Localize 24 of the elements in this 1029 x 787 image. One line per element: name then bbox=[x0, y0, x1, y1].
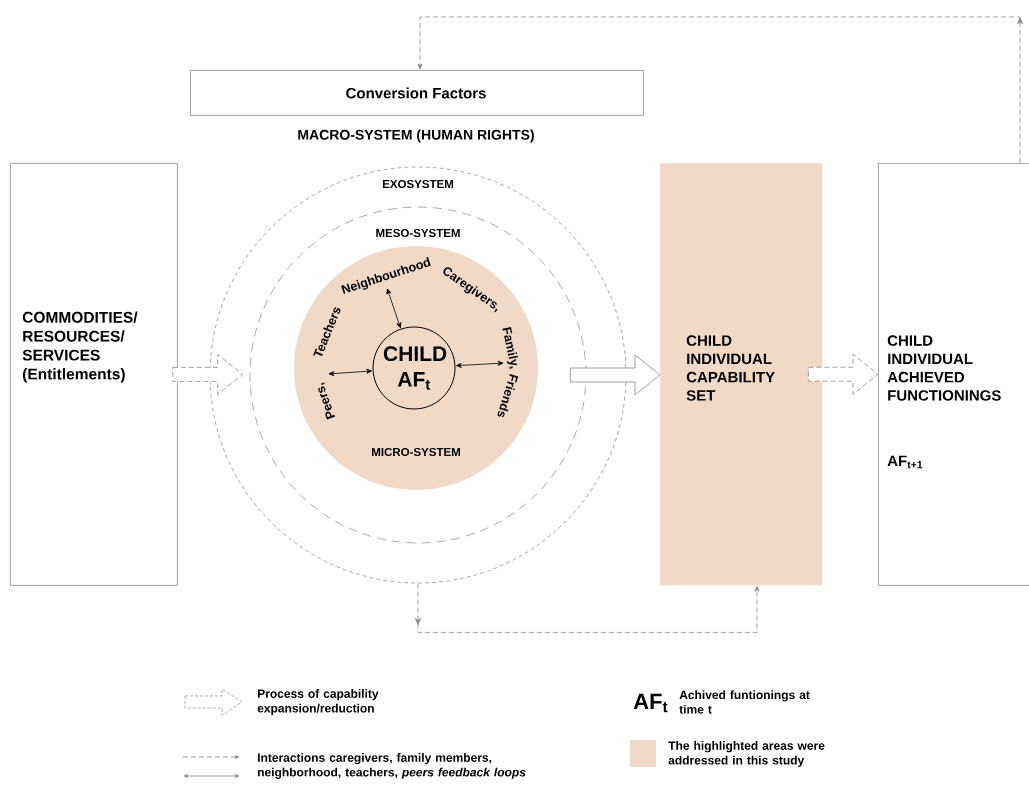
arrow bbox=[386, 288, 402, 329]
arrow bbox=[415, 582, 760, 633]
curved-label: Family, bbox=[502, 327, 518, 369]
circle-label: MESO-SYSTEM bbox=[376, 228, 460, 238]
legend-text: Interactions caregivers, family members, neighborhood, teachers, peers feedback loops bbox=[258, 753, 526, 779]
curved-label: Peers, bbox=[318, 382, 336, 420]
arrow bbox=[456, 360, 504, 368]
hollow-arrow bbox=[808, 353, 879, 395]
hollow-arrow bbox=[569, 354, 661, 396]
arrow bbox=[417, 16, 1023, 164]
labeled-box: CHILD INDIVIDUAL ACHIEVED FUNCTIONINGS AF$_{t+1}$ bbox=[878, 163, 1029, 586]
system-label: MACRO-SYSTEM (HUMAN RIGHTS) bbox=[298, 129, 534, 143]
curved-label: Friends bbox=[497, 374, 519, 418]
legend-text: Process of capability expansion/reduction bbox=[257, 689, 379, 715]
labeled-box: COMMODITIES/ RESOURCES/ SERVICES (Entitlements) bbox=[10, 163, 178, 586]
arrow bbox=[328, 368, 372, 377]
circle-label: EXOSYSTEM bbox=[383, 179, 454, 189]
hollow-arrow bbox=[172, 354, 244, 395]
labeled-box: Conversion Factors bbox=[190, 70, 644, 116]
legend-symbol: AF$_{t}$ bbox=[633, 693, 668, 713]
highlighted-box: CHILD INDIVIDUAL CAPABILITY SET bbox=[660, 163, 823, 586]
legend-text: Achived funtionings at time t bbox=[679, 690, 810, 714]
circle-label: MICRO-SYSTEM bbox=[372, 447, 460, 457]
legend-text: The highlighted areas were addressed in this study bbox=[668, 741, 825, 767]
